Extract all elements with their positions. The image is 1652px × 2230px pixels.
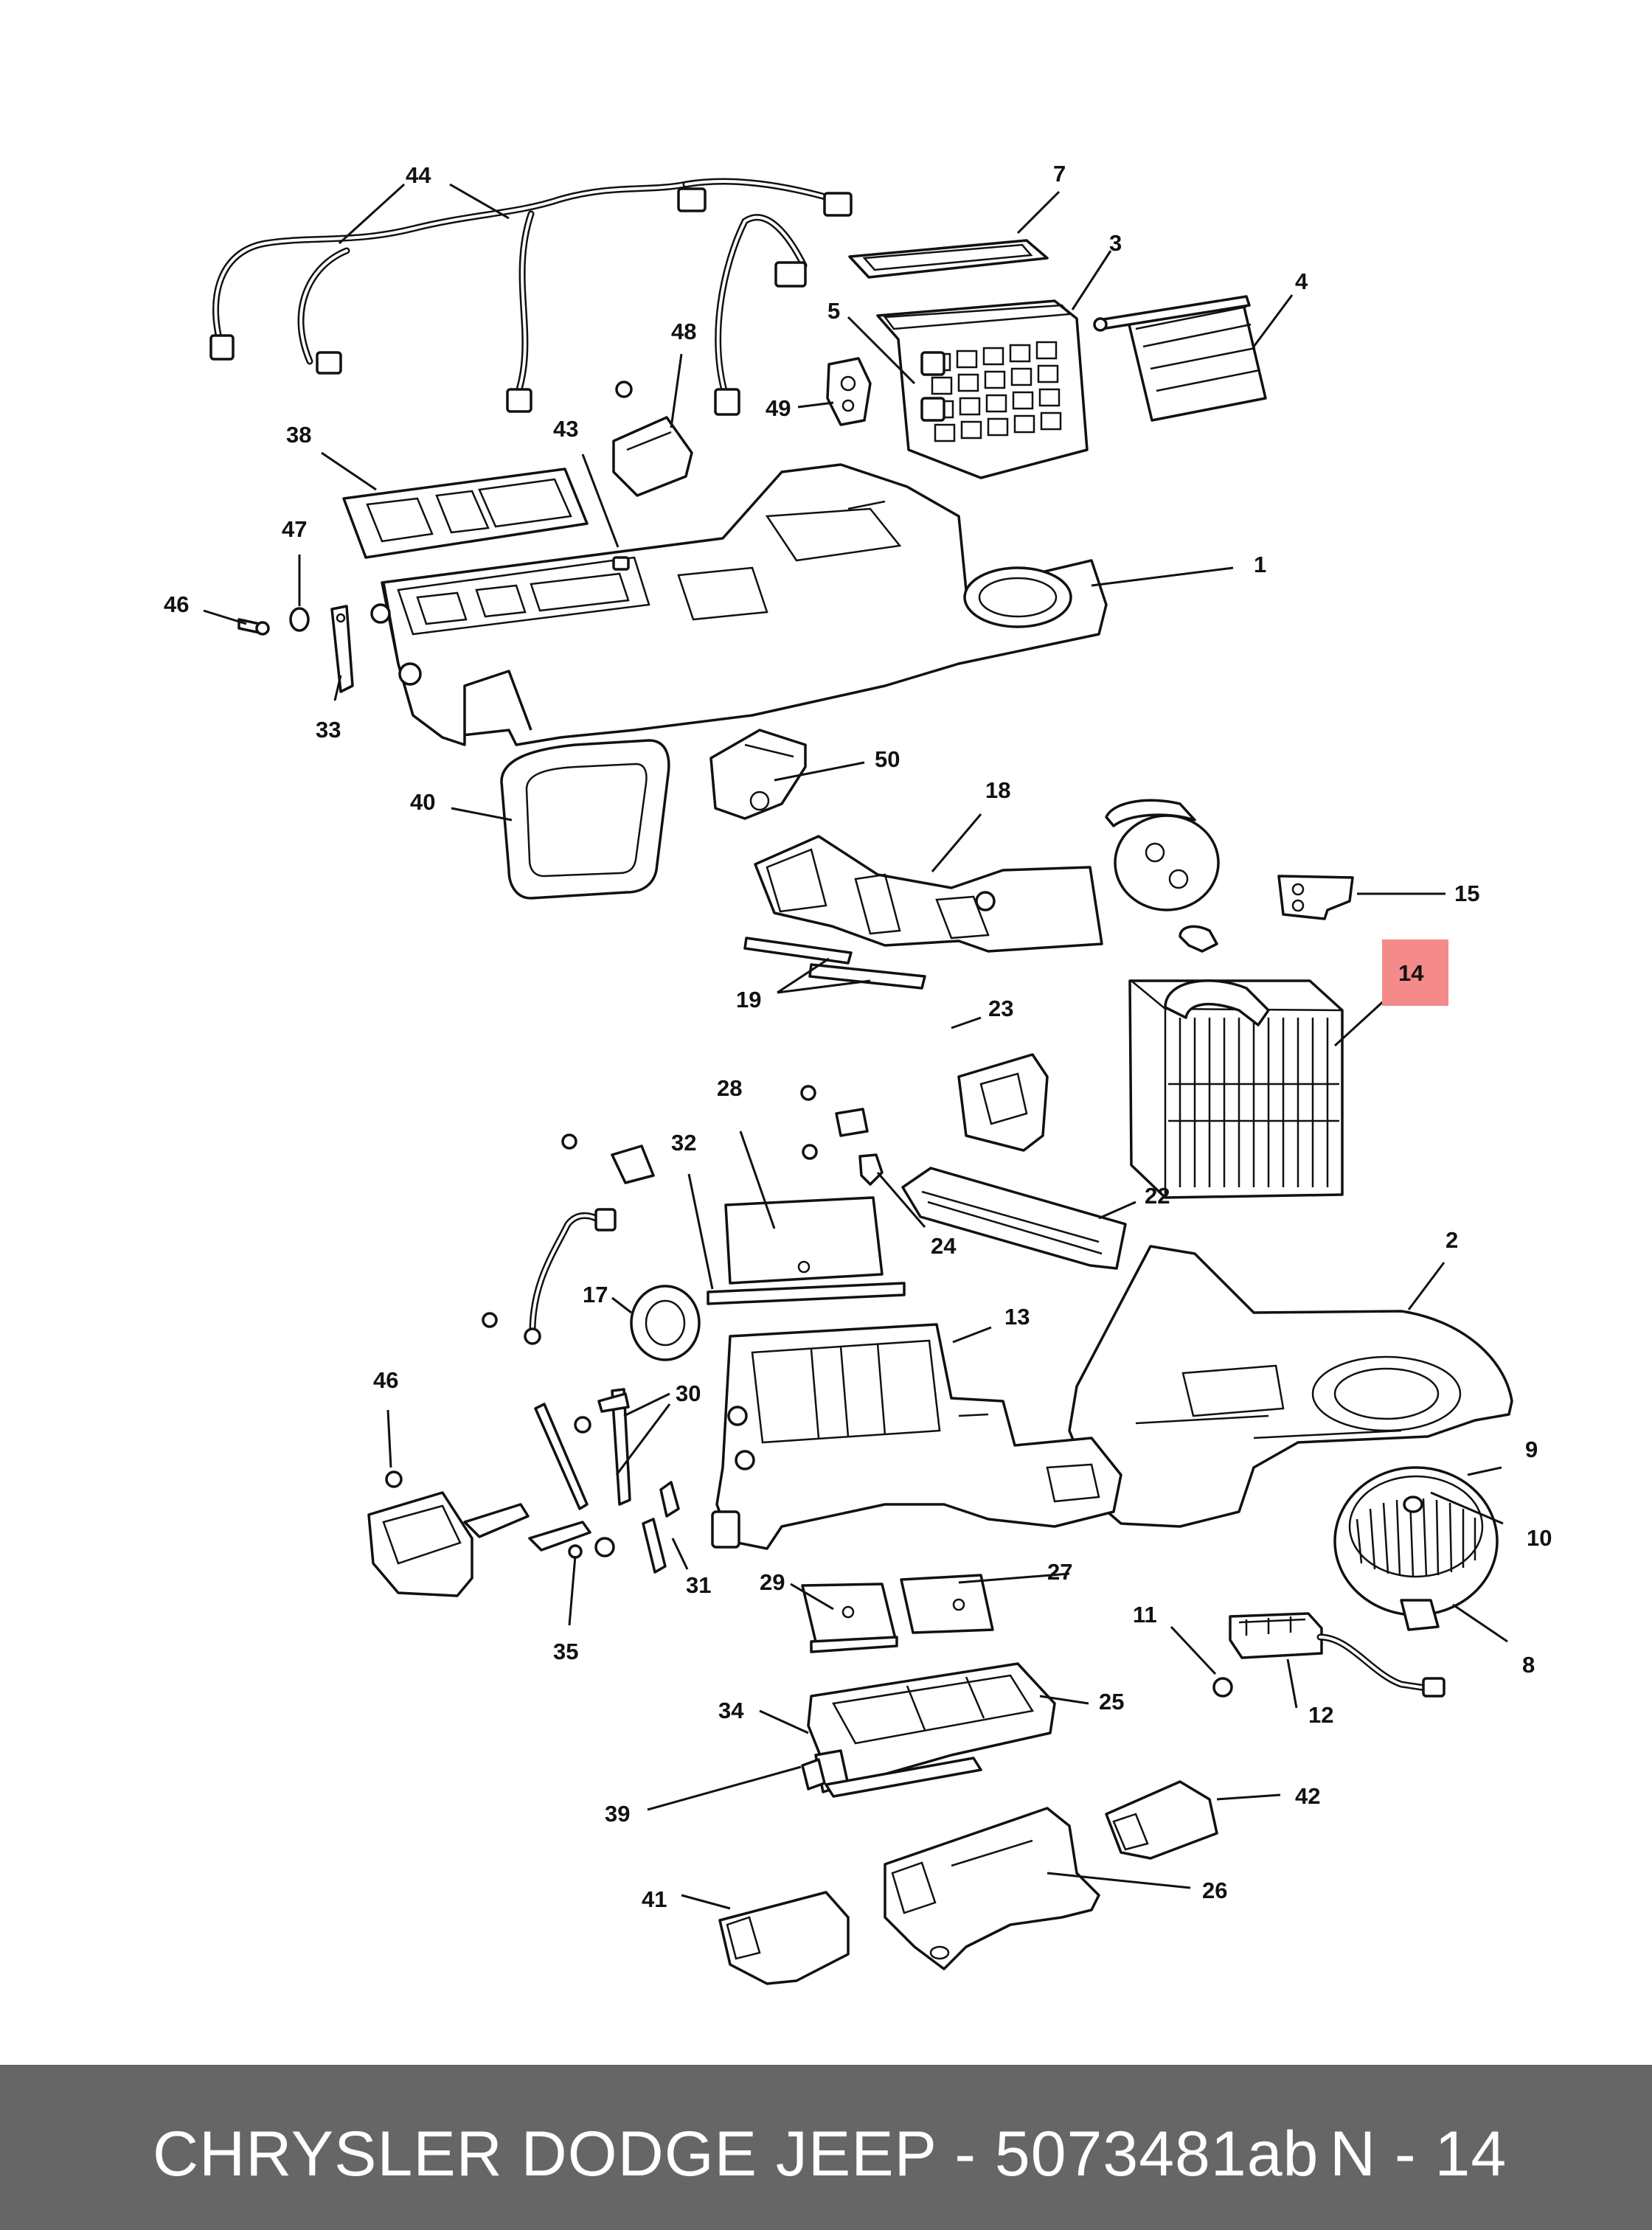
part-14-evaporator-core [1128, 925, 1344, 1199]
part-2-blower-housing [1068, 1245, 1513, 1528]
callout-13: 13 [1004, 1304, 1030, 1330]
callout-48: 48 [671, 319, 696, 344]
callout-49: 49 [766, 395, 791, 421]
part-25-lower-case [807, 1662, 1056, 1798]
part-38-lid [342, 468, 589, 559]
callout-7: 7 [1053, 161, 1066, 187]
callout-23: 23 [988, 996, 1013, 1021]
leader-lines [203, 183, 1508, 1910]
callout-39: 39 [605, 1801, 630, 1827]
callout-5: 5 [827, 298, 840, 324]
part-22-heater-core [901, 1053, 1127, 1270]
part-3-housing-cover [876, 299, 1089, 479]
footer-bar: CHRYSLER DODGE JEEP - 5073481ab N - 14 [0, 2065, 1652, 2230]
part-47-grommet [289, 607, 310, 632]
part-4-cabin-filter [1093, 295, 1267, 422]
callout-31: 31 [686, 1572, 711, 1598]
part-39-tab [801, 1758, 826, 1790]
callout-1: 1 [1254, 552, 1266, 577]
callout-18: 18 [985, 777, 1010, 803]
callout-8: 8 [1522, 1652, 1535, 1678]
callout-14: 14 [1398, 960, 1424, 986]
part-35-clip [528, 1521, 615, 1559]
callout-17: 17 [583, 1282, 608, 1307]
part-48-sensor [612, 381, 693, 497]
part-13-lower-housing [711, 1323, 1122, 1550]
footer-code: N - 14 [1330, 2119, 1507, 2189]
callout-32: 32 [671, 1130, 696, 1156]
callout-41: 41 [642, 1886, 667, 1912]
callout-19: 19 [736, 987, 761, 1012]
highlight-box [1382, 939, 1448, 1006]
exploded-parts-diagram: 44 7 3 5 4 48 49 38 43 47 1 46 33 50 40 … [164, 161, 1552, 1985]
part-46-actuator-lower [367, 1470, 530, 1597]
part-17-seal-disc [630, 1285, 701, 1361]
part-49-actuator [826, 357, 872, 426]
callout-27: 27 [1047, 1559, 1072, 1585]
callout-35: 35 [553, 1639, 578, 1664]
callout-50: 50 [875, 746, 900, 772]
part-11-screw [1212, 1677, 1233, 1698]
callout-26: 26 [1202, 1878, 1227, 1903]
callout-29: 29 [760, 1569, 785, 1595]
part-7-seal [848, 239, 1049, 279]
callout-46a: 46 [164, 591, 189, 617]
callout-43: 43 [553, 416, 578, 442]
callout-9: 9 [1525, 1437, 1538, 1462]
callout-12: 12 [1308, 1702, 1333, 1728]
part-46-screw-upper [237, 618, 270, 636]
part-44-wiring-harness [209, 178, 853, 416]
callout-11: 11 [1133, 1602, 1157, 1628]
part-19-strips [743, 937, 926, 990]
part-10-blower-wheel [1333, 1466, 1499, 1631]
callout-42: 42 [1295, 1783, 1320, 1809]
callout-40: 40 [410, 789, 435, 815]
callout-47: 47 [282, 516, 307, 542]
part-24-clip [858, 1153, 884, 1186]
part-12-resistor [1229, 1612, 1446, 1698]
callout-2: 2 [1446, 1227, 1458, 1253]
part-31-rod [642, 1518, 667, 1574]
callout-10: 10 [1527, 1525, 1552, 1551]
callout-28: 28 [717, 1075, 742, 1101]
part-32-shaft [707, 1282, 906, 1305]
part-42-duct [1105, 1780, 1218, 1860]
part-50-actuator [709, 729, 807, 820]
callout-15: 15 [1454, 880, 1479, 906]
part-1-main-housing [370, 463, 1108, 746]
callout-46b: 46 [373, 1367, 398, 1393]
screws-cluster [482, 1085, 869, 1328]
callout-33: 33 [316, 717, 341, 743]
part-15-bracket [1277, 875, 1354, 920]
callout-4: 4 [1295, 268, 1308, 294]
callout-38: 38 [286, 422, 311, 448]
callout-34: 34 [718, 1698, 744, 1723]
part-27-door [900, 1574, 994, 1634]
part-33-lever [330, 605, 354, 693]
callout-25: 25 [1099, 1689, 1124, 1715]
part-29-door [801, 1583, 898, 1653]
callout-30: 30 [676, 1380, 701, 1406]
part-26-floor-duct [884, 1807, 1100, 1970]
callout-numbers: 44 7 3 5 4 48 49 38 43 47 1 46 33 50 40 … [164, 161, 1552, 1912]
sensor-wire [524, 1208, 617, 1345]
footer-title: CHRYSLER DODGE JEEP - 5073481ab [153, 2119, 1319, 2189]
part-30-linkage [534, 1388, 680, 1518]
callout-22: 22 [1145, 1183, 1170, 1209]
part-41-duct [718, 1891, 850, 1985]
callout-24: 24 [931, 1233, 957, 1259]
part-seal-disc-upper [1105, 799, 1220, 911]
part-28-door [724, 1196, 884, 1285]
part-40-gasket [500, 739, 670, 900]
callout-3: 3 [1109, 230, 1122, 256]
callout-44: 44 [406, 162, 431, 188]
part-18-duct [754, 835, 1103, 953]
